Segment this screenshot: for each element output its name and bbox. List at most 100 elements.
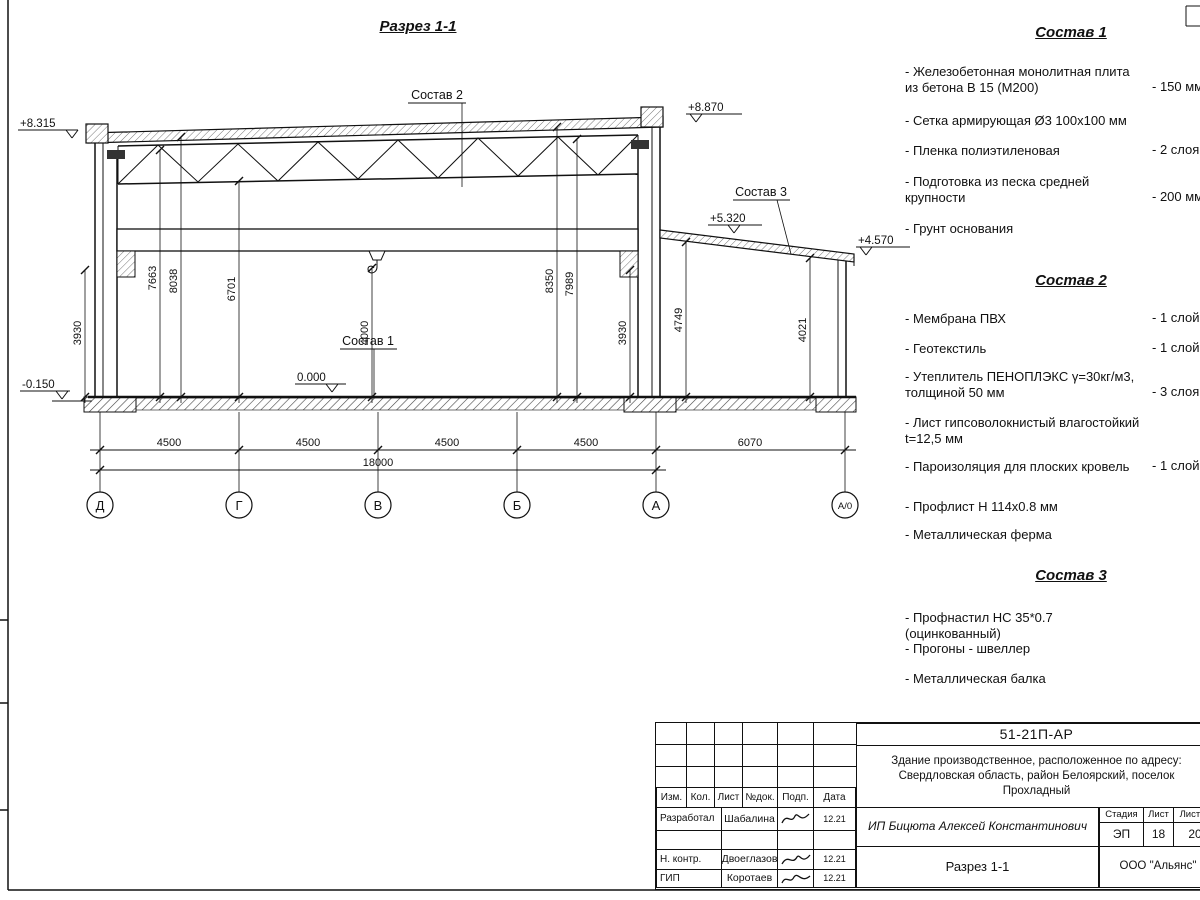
- signature-cell: [777, 849, 814, 870]
- hoist-hook: [367, 250, 386, 274]
- material-item: - Пленка полиэтиленовая- 2 слоя: [905, 142, 1200, 158]
- dim-label: 6070: [738, 437, 762, 449]
- signature-cell: [777, 807, 814, 831]
- axis-label: Г: [235, 498, 242, 513]
- sheet-title: Разрез 1-1: [856, 846, 1099, 888]
- elevation-label: -0.150: [22, 379, 55, 391]
- signature: [780, 854, 811, 864]
- name-cell: Шабалина: [721, 807, 778, 831]
- corbel-right: [619, 250, 639, 278]
- leader-label: Состав 2: [411, 88, 463, 102]
- material-item: - Профнастил НС 35*0.7 (оцинкованный): [905, 610, 1053, 641]
- dim-label: 18000: [363, 457, 394, 469]
- sheets-header: Листов: [1173, 807, 1200, 823]
- stage-value: ЭП: [1099, 822, 1144, 847]
- elevation-marks: +8.315 +8.870 +5.320 +4.570 0.000 -0.150: [18, 102, 910, 400]
- company-name: ООО "Альянс": [1099, 846, 1200, 888]
- rev-header-izm: Изм.: [656, 787, 687, 808]
- empty-cell: [777, 830, 814, 850]
- leader-label: Состав 1: [342, 334, 394, 348]
- dim-label: 7663: [147, 266, 159, 290]
- material-item: - Мембрана ПВХ- 1 слой: [905, 310, 1200, 326]
- role-cell: ГИП: [656, 869, 722, 888]
- elevation-label: +4.570: [858, 235, 894, 247]
- axis-label: А/0: [838, 501, 852, 512]
- dim-label: 4500: [574, 437, 598, 449]
- date-cell: 12.21: [813, 807, 856, 831]
- material-item: - Прогоны - швеллер: [905, 641, 1031, 656]
- vertical-dimensions: 3930 7663 8038 6701 4000 8350 7989 3930: [72, 122, 815, 403]
- name-cell: Двоеглазов: [721, 849, 778, 870]
- axis-label: Д: [96, 498, 105, 513]
- signature-cell: [777, 869, 814, 888]
- dim-label: 4500: [435, 437, 459, 449]
- role-cell: Н. контр.: [656, 849, 722, 870]
- dim-label: 3930: [617, 321, 629, 345]
- dim-label: 4500: [157, 437, 181, 449]
- sheet-header: Лист: [1143, 807, 1174, 823]
- dim-label: 8038: [168, 269, 180, 293]
- axis-label: А: [652, 498, 661, 513]
- signature: [780, 874, 810, 883]
- material-item: - Подготовка из песка средней крупности-…: [905, 174, 1200, 205]
- drawing-title: Разрез 1-1: [379, 18, 457, 35]
- signature: [780, 813, 809, 824]
- composition-2-title: Состав 2: [1035, 272, 1107, 289]
- dim-label: 4000: [359, 321, 371, 345]
- material-item: - Утеплитель ПЕНОПЛЭКС γ=30кг/м3, толщин…: [905, 369, 1200, 400]
- composition-3-title: Состав 3: [1035, 567, 1107, 584]
- rev-header-kol: Кол.: [686, 787, 715, 808]
- date-cell: 12.21: [813, 869, 856, 888]
- empty-cell: [721, 830, 778, 850]
- date-cell: 12.21: [813, 849, 856, 870]
- dim-label: 4749: [673, 308, 685, 332]
- sheet-value: 18: [1143, 822, 1174, 847]
- elevation-label: +8.315: [20, 118, 56, 130]
- parapet-left: [85, 123, 109, 144]
- material-item: - Грунт основания: [905, 221, 1014, 236]
- parapet-right: [640, 106, 664, 128]
- grid-axes: Д Г В Б А А/0: [86, 491, 859, 519]
- title-block: Изм. Кол. Лист №док. Подп. Дата Разработ…: [655, 722, 1200, 890]
- dim-label: 6701: [226, 277, 238, 301]
- material-item: - Металлическая ферма: [905, 527, 1052, 542]
- project-description: Здание производственное, расположенное п…: [856, 745, 1200, 808]
- dim-label: 8350: [544, 269, 556, 293]
- axis-label: В: [374, 498, 383, 513]
- role-cell: Разработал: [656, 807, 722, 831]
- leader-label: Состав 3: [735, 185, 787, 199]
- material-item: - Железобетонная монолитная плита из бет…: [905, 64, 1200, 95]
- material-item: - Металлическая балка: [905, 671, 1046, 686]
- empty-cell: [813, 830, 856, 850]
- elevation-label: +5.320: [710, 213, 746, 225]
- leader-labels: Состав 2 Состав 1 Состав 3: [340, 88, 792, 395]
- sheets-value: 20: [1173, 822, 1200, 847]
- elevation-label: 0.000: [297, 372, 326, 384]
- designer-name: ИП Бицюта Алексей Константинович: [856, 807, 1099, 847]
- roof-truss: [107, 134, 649, 185]
- dim-label: 4500: [296, 437, 320, 449]
- rev-header-podp: Подп.: [777, 787, 814, 808]
- empty-cell: [656, 830, 722, 850]
- corbel-left: [116, 250, 136, 278]
- name-cell: Коротаев: [721, 869, 778, 888]
- material-item: - Лист гипсоволокнистый влагостойкий t=1…: [905, 415, 1140, 446]
- composition-1-title: Состав 1: [1035, 24, 1107, 41]
- dim-label: 7989: [564, 272, 576, 296]
- elevation-label: +8.870: [688, 102, 724, 114]
- stage-header: Стадия: [1099, 807, 1144, 823]
- main-building: [85, 106, 664, 397]
- bottom-dimensions: 4500 4500 4500 4500 6070 18000: [90, 412, 856, 492]
- rev-header-list: Лист: [714, 787, 743, 808]
- rev-header-doc: №док.: [742, 787, 778, 808]
- doc-number: 51-21П-АР: [856, 723, 1200, 746]
- rev-header-data: Дата: [813, 787, 856, 808]
- material-item: - Пароизоляция для плоских кровель- 1 сл…: [905, 458, 1200, 474]
- material-item: - Профлист Н 114х0.8 мм: [905, 499, 1058, 514]
- material-item: - Сетка армирующая Ø3 100х100 мм: [905, 113, 1127, 128]
- axis-label: Б: [513, 498, 522, 513]
- ground-hatch: [52, 395, 857, 413]
